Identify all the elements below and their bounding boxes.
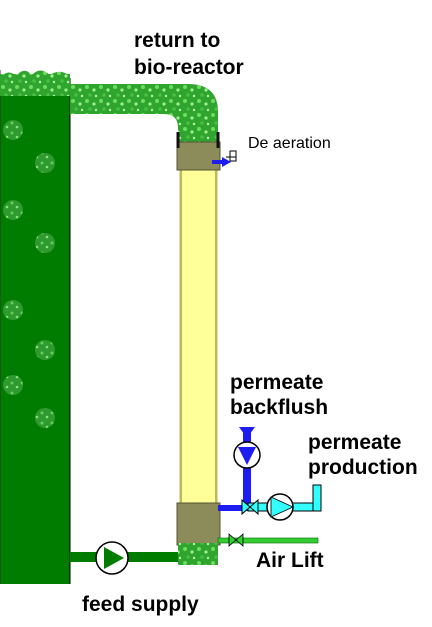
feed-pump-icon — [95, 541, 129, 575]
membrane-module — [176, 132, 221, 565]
backflush-line — [218, 427, 261, 511]
sludge-flocs — [3, 120, 55, 428]
air-lift-line — [217, 533, 319, 547]
backflush-label-line2: backflush — [230, 396, 329, 419]
return-label-line1: return to — [134, 29, 221, 52]
bottom-membrane-housing — [176, 502, 221, 546]
production-label-line1: permeate — [308, 431, 402, 454]
production-valve-icon — [241, 498, 259, 516]
deaeration-label: De aeration — [248, 135, 331, 152]
backflush-label-line1: permeate — [230, 371, 324, 394]
production-pump-icon — [266, 493, 294, 521]
air-valve-icon — [228, 533, 244, 547]
top-membrane-housing — [176, 141, 221, 171]
deaeration-outlet — [212, 150, 237, 167]
deaeration-vent-icon — [226, 150, 237, 162]
bioreactor-tank — [0, 70, 71, 584]
backflush-pump-icon — [233, 441, 261, 469]
return-pipe — [70, 84, 218, 148]
air-lift-label: Air Lift — [256, 549, 324, 572]
feed-supply-label: feed supply — [82, 593, 199, 616]
return-label-line2: bio-reactor — [134, 56, 244, 79]
production-label-line2: production — [308, 456, 418, 479]
feed-line — [70, 541, 178, 575]
production-line — [241, 484, 322, 521]
